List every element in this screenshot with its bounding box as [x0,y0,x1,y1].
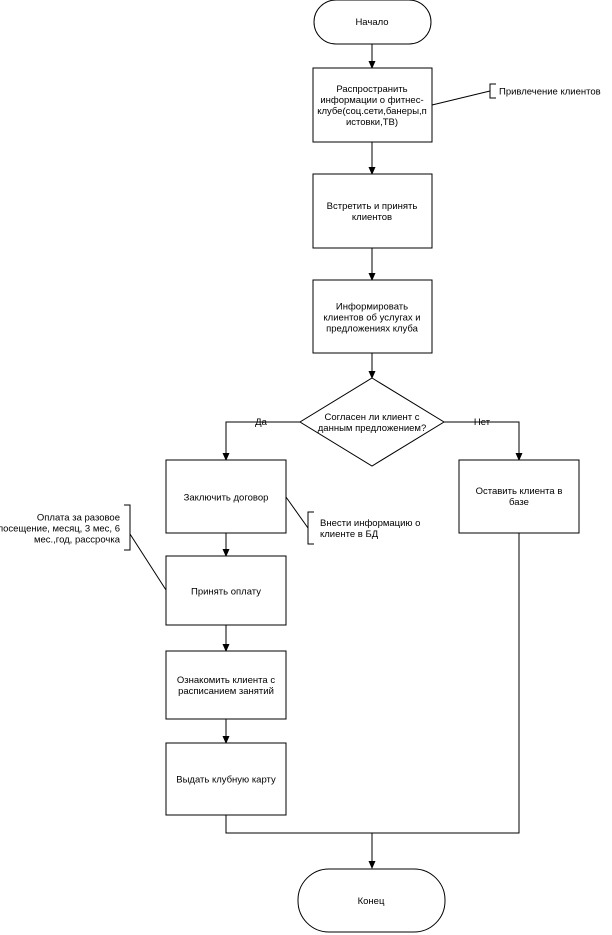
annotation-bracket-payment [124,504,131,551]
line-base-to-merge [372,533,520,834]
text-line: Принять оплату [191,587,261,598]
connectors [222,44,523,869]
step-sign-contract: Заключить договор [165,459,287,534]
text-line: Заключить договор [184,493,269,504]
step-sign-contract-box [165,459,287,534]
branch-no-label: Нет [474,417,491,428]
annotation-link-db [285,496,309,529]
text-line: базе [509,497,529,508]
arrow-decision-yes [222,421,300,461]
text-line: Выдать клубную карту [176,775,276,786]
arrow-decision-no [444,421,523,461]
step-club-card-label: Выдать клубную карту [176,775,276,786]
start-node: Начало [313,0,432,45]
text-line: расписанием занятий [178,686,274,697]
text-line: Распространить [336,84,407,95]
step-inform-clients-box [312,279,433,354]
text-line: Оставить клиента в [476,486,563,497]
text-line: Оплата за разовое [37,513,120,524]
text-line: Согласен ли клиент с [324,412,419,423]
text-line: Привлечение клиентов [499,87,601,98]
step-sign-contract-label: Заключить договор [184,493,269,504]
step-club-card: Выдать клубную карту [165,742,287,816]
step-keep-in-base-box [458,459,580,534]
line-card-to-merge [225,815,372,834]
step-accept-payment-box [165,555,287,626]
text-line: Внести информацию о [320,518,420,529]
text-line: Информировать [336,302,408,313]
end-node: Конец [297,868,446,933]
step-spread-info-box [312,67,433,143]
text-line: клубе(соц.сети,банеры,п [317,106,427,117]
end-label: Конец [358,896,385,907]
text-line: клиенте в БД [320,529,379,540]
annotation-link-attract [431,90,491,106]
text-line: Встретить и принять [327,201,418,212]
end-terminator [297,868,446,933]
annotation-attract: Привлечение клиентов [499,87,601,98]
text-line: клиентов об услугах и [323,313,420,324]
annotation-link-payment [129,533,167,591]
step-schedule-box [165,650,287,720]
text-line: клиентов [352,212,392,223]
step-meet-clients-box [312,173,433,249]
annotation-bracket-attract [489,83,496,99]
annotation-bracket-db [307,511,314,545]
text-line: истовки,ТВ) [346,117,398,128]
annotation-links [124,83,496,591]
text-line: посещение, месяц, 3 мес, 6 [0,524,120,535]
step-club-card-box [165,742,287,816]
text-line: данным предложением? [318,423,426,434]
text-line: информации о фитнес- [320,95,423,106]
text-line: Ознакомить клиента с [177,675,275,686]
decision-diamond [299,377,445,467]
start-label: Начало [355,17,388,28]
text-line: мес.,год, рассрочка [34,535,121,546]
step-accept-payment-label: Принять оплату [191,587,261,598]
step-accept-payment: Принять оплату [165,555,287,626]
branch-yes-label: Да [255,417,267,428]
text-line: предложениях клуба [326,324,418,335]
start-terminator [313,0,432,45]
